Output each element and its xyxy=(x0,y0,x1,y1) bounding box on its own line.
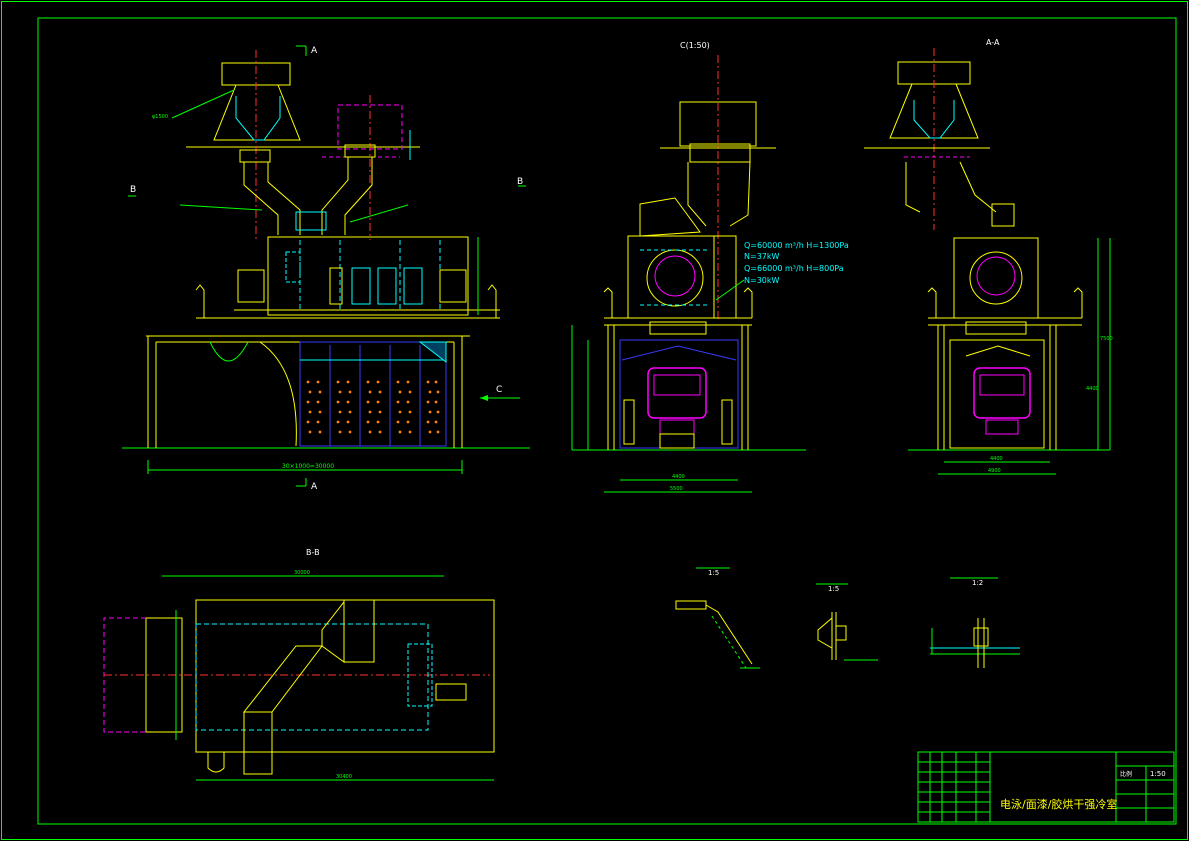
nozzle-dot xyxy=(336,420,340,424)
nozzle-dot xyxy=(338,390,342,394)
nozzle-dot xyxy=(348,410,352,414)
side-view-c xyxy=(571,55,806,493)
section-aa-title: A-A xyxy=(986,38,1000,47)
nozzle-dot xyxy=(338,410,342,414)
nozzle-dot xyxy=(318,390,322,394)
nozzle-dot xyxy=(436,390,440,394)
detail-1-scale: 1:5 xyxy=(708,569,719,577)
nozzle-dot xyxy=(316,400,320,404)
nozzle-dot xyxy=(378,390,382,394)
nozzle-dot xyxy=(308,410,312,414)
section-mark-a-bottom: A xyxy=(311,482,318,492)
nozzle-dot xyxy=(346,420,350,424)
nozzle-dot xyxy=(368,390,372,394)
nozzle-dot xyxy=(428,430,432,434)
detail-2-scale: 1:5 xyxy=(828,585,839,593)
side-dim-outer: 5500 xyxy=(670,486,683,492)
section-bb-title: B-B xyxy=(306,548,320,557)
nozzle-dot xyxy=(408,430,412,434)
aa-dim-outer: 4900 xyxy=(988,468,1001,474)
nozzle-dot xyxy=(426,420,430,424)
drawing-title: 电泳/面漆/胶烘干强冷室 xyxy=(1000,797,1117,811)
nozzle-dot xyxy=(436,430,440,434)
nozzle-dot xyxy=(436,410,440,414)
nozzle-dot xyxy=(378,410,382,414)
nozzle-dot xyxy=(346,400,350,404)
nozzle-dot xyxy=(398,410,402,414)
fan1-power: N=37kW xyxy=(744,252,780,261)
nozzle-dot xyxy=(406,400,410,404)
nozzle-dot xyxy=(406,380,410,384)
front-bottom-dimension: 30×1000=30000 xyxy=(282,463,334,470)
nozzle-dot xyxy=(408,390,412,394)
nozzle-dot xyxy=(376,380,380,384)
nozzle-dot xyxy=(338,430,342,434)
nozzle-dot xyxy=(426,380,430,384)
bb-dim-bottom: 30400 xyxy=(336,774,352,780)
nozzle-dot xyxy=(376,420,380,424)
nozzle-dot xyxy=(306,380,310,384)
nozzle-dot xyxy=(378,430,382,434)
nozzle-dot xyxy=(406,420,410,424)
aa-dim-inner: 4400 xyxy=(990,456,1003,462)
nozzle-dot xyxy=(434,380,438,384)
nozzle-dot xyxy=(428,390,432,394)
fan2-spec: Q=66000 m³/h H=800Pa xyxy=(744,264,844,273)
section-mark-a-top: A xyxy=(311,46,318,56)
title-block xyxy=(917,751,1175,823)
nozzle-dot xyxy=(366,400,370,404)
side-dim-inner: 4400 xyxy=(672,474,685,480)
nozzle-dot xyxy=(318,410,322,414)
nozzle-dot xyxy=(316,380,320,384)
bb-dim-top: 30000 xyxy=(294,570,310,576)
nozzle-dot xyxy=(398,390,402,394)
nozzle-dot xyxy=(306,420,310,424)
nozzle-dot xyxy=(306,400,310,404)
nozzle-dot xyxy=(368,410,372,414)
nozzle-dot xyxy=(318,430,322,434)
aa-dim-height-total: 7500 xyxy=(1100,336,1113,342)
details xyxy=(675,567,1020,669)
side-view-title: C(1:50) xyxy=(680,41,710,50)
front-view xyxy=(122,45,530,487)
nozzle-dot xyxy=(398,430,402,434)
nozzle-dot xyxy=(434,420,438,424)
nozzle-dot xyxy=(426,400,430,404)
nozzle-dot xyxy=(434,400,438,404)
nozzle-dot xyxy=(308,390,312,394)
duct-diameter-label: φ1500 xyxy=(152,114,168,120)
nozzle-dot xyxy=(428,410,432,414)
nozzle-dot xyxy=(396,420,400,424)
nozzle-dot xyxy=(348,430,352,434)
fan1-spec: Q=60000 m³/h H=1300Pa xyxy=(744,241,849,250)
section-mark-b-left: B xyxy=(130,185,136,195)
nozzle-dot xyxy=(366,420,370,424)
section-a-a xyxy=(864,48,1111,475)
aa-dim-height-lower: 4400 xyxy=(1086,386,1099,392)
nozzle-dot xyxy=(308,430,312,434)
nozzle-dot xyxy=(368,430,372,434)
nozzle-dot xyxy=(408,410,412,414)
inner-frame xyxy=(37,17,1177,825)
nozzle-dot xyxy=(316,420,320,424)
nozzle-dot xyxy=(336,400,340,404)
nozzle-dot xyxy=(376,400,380,404)
title-block-scale-value: 1:50 xyxy=(1150,770,1166,778)
nozzle-dot xyxy=(348,390,352,394)
fan2-power: N=30kW xyxy=(744,276,780,285)
view-mark-c: C xyxy=(496,385,502,395)
detail-3-scale: 1:2 xyxy=(972,579,983,587)
nozzle-dot xyxy=(336,380,340,384)
nozzle-dot xyxy=(396,380,400,384)
section-b-b xyxy=(103,575,495,781)
section-mark-b-right: B xyxy=(517,177,523,187)
nozzle-dot xyxy=(396,400,400,404)
nozzle-dot xyxy=(346,380,350,384)
nozzle-dot xyxy=(366,380,370,384)
title-block-scale-label: 比例 xyxy=(1120,770,1132,778)
